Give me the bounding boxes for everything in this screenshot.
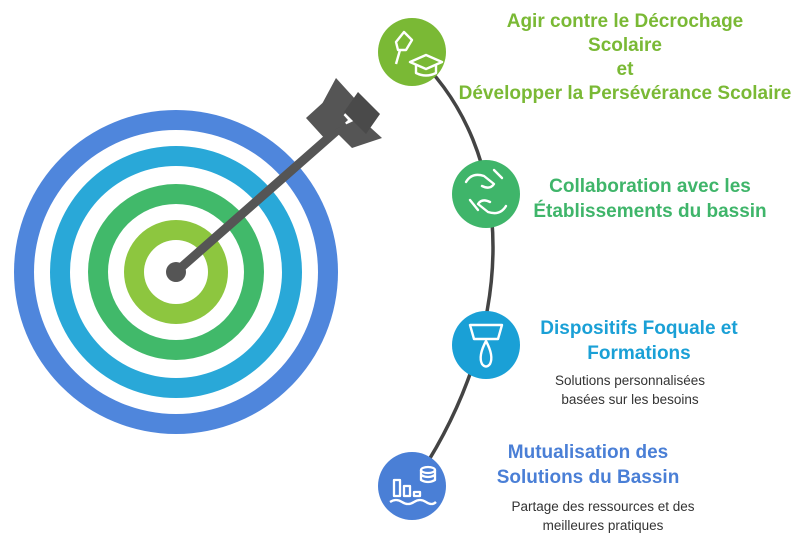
step-3-description-line-2: basées sur les besoins [561, 392, 699, 407]
step-4-title-line-1: Mutualisation des [507, 442, 669, 463]
chart-coins-icon [389, 465, 437, 506]
step-2-title-line-1: Collaboration avec les [549, 176, 751, 197]
step-2-badge [452, 160, 520, 228]
step-3-title-line-2: Formations [587, 343, 691, 364]
step-4-title-line-2: Solutions du Bassin [496, 467, 680, 488]
step-4-description: Partage des ressources et des meilleures… [488, 497, 718, 535]
graduation-cap-icon [394, 30, 444, 77]
step-4-title: Mutualisation des Solutions du Bassin [478, 440, 698, 490]
step-2-title-line-2: Établissements du bassin [533, 201, 767, 222]
arrow-icon [166, 78, 382, 282]
step-3-title: Dispositifs Foquale et Formations [524, 316, 754, 366]
step-1-title-line-3: et [616, 59, 634, 80]
step-3-badge [452, 311, 520, 379]
step-4-description-line-1: Partage des ressources et des [511, 499, 695, 514]
step-1-title-line-4: Développer la Persévérance Scolaire [458, 83, 792, 104]
step-1-title-line-1: Agir contre le Décrochage [506, 11, 744, 32]
connector-track [410, 50, 495, 487]
step-2-title: Collaboration avec les Établissements du… [520, 174, 780, 224]
lamp-drop-icon [468, 323, 504, 368]
step-1-badge [378, 18, 446, 86]
step-4-description-line-2: meilleures pratiques [542, 518, 664, 533]
step-1-title: Agir contre le Décrochage Scolaire et Dé… [455, 10, 794, 106]
step-4-badge [378, 452, 446, 520]
step-3-description-line-1: Solutions personnalisées [554, 373, 706, 388]
handshake-icon [464, 168, 508, 215]
step-1-title-line-2: Scolaire [588, 35, 662, 56]
step-3-title-line-1: Dispositifs Foquale et [540, 318, 738, 339]
step-3-description: Solutions personnalisées basées sur les … [530, 371, 730, 409]
